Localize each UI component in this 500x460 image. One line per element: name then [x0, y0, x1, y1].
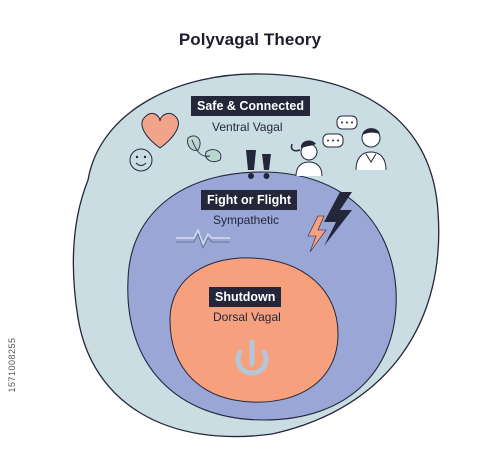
dorsal-core	[169, 257, 339, 403]
dorsal-label: Shutdown	[209, 287, 282, 307]
page-title: Polyvagal Theory	[178, 30, 322, 49]
exclamation-icon	[246, 150, 271, 179]
heartbeat-line-icon	[176, 228, 230, 250]
speech-bubbles-icon	[322, 115, 358, 148]
sympathetic-label: Fight or Flight	[201, 190, 298, 210]
dorsal-sublabel: Dorsal Vagal	[213, 310, 281, 324]
heart-icon	[141, 113, 179, 149]
power-icon	[235, 339, 269, 376]
watermark: 1571008255	[7, 337, 17, 393]
lightning-bolt-icon	[307, 192, 352, 253]
sympathetic-sublabel: Sympathetic	[213, 213, 280, 227]
leaf-icon	[187, 135, 222, 163]
ventral-sublabel: Ventral Vagal	[212, 120, 283, 134]
ventral-label: Safe & Connected	[191, 96, 310, 116]
people-icon	[290, 128, 387, 177]
smiley-face-icon	[129, 148, 153, 172]
